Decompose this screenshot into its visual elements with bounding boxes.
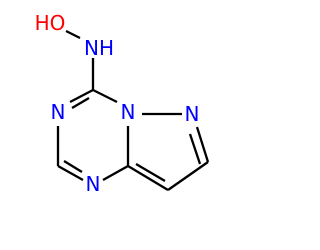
atom-nitrogen-bridge: N — [121, 100, 136, 124]
bond-c8-c8a-a — [127, 165, 169, 191]
bond-c7-c8 — [167, 161, 209, 191]
bond-c4-n3-a — [69, 88, 94, 104]
bond-n6-c7-a — [195, 126, 210, 163]
bond-n5-c4 — [92, 88, 118, 104]
bonds — [56, 29, 210, 191]
bond-c2-n1-b — [63, 160, 83, 173]
bond-c2-n1-a — [57, 164, 84, 182]
bond-c8-c8a-b — [135, 163, 166, 182]
bond-c4-n3-b — [71, 97, 90, 109]
atom-nitrogen-ring-left: N — [51, 100, 66, 124]
atom-nitrogen-amine: NH — [84, 36, 114, 60]
atom-nitrogen-pyrazole: N — [185, 102, 200, 126]
molecule-structure: HO NH N N N N — [35, 11, 210, 196]
bond-o-n — [65, 29, 81, 40]
atom-nitrogen-ring-bottom: N — [86, 172, 101, 196]
atom-labels: HO NH N N N N — [35, 11, 200, 196]
bond-n1-c8a — [102, 164, 129, 182]
bond-n6-c7-b — [188, 133, 202, 165]
atom-oxygen-hydroxyl: HO — [35, 11, 66, 35]
